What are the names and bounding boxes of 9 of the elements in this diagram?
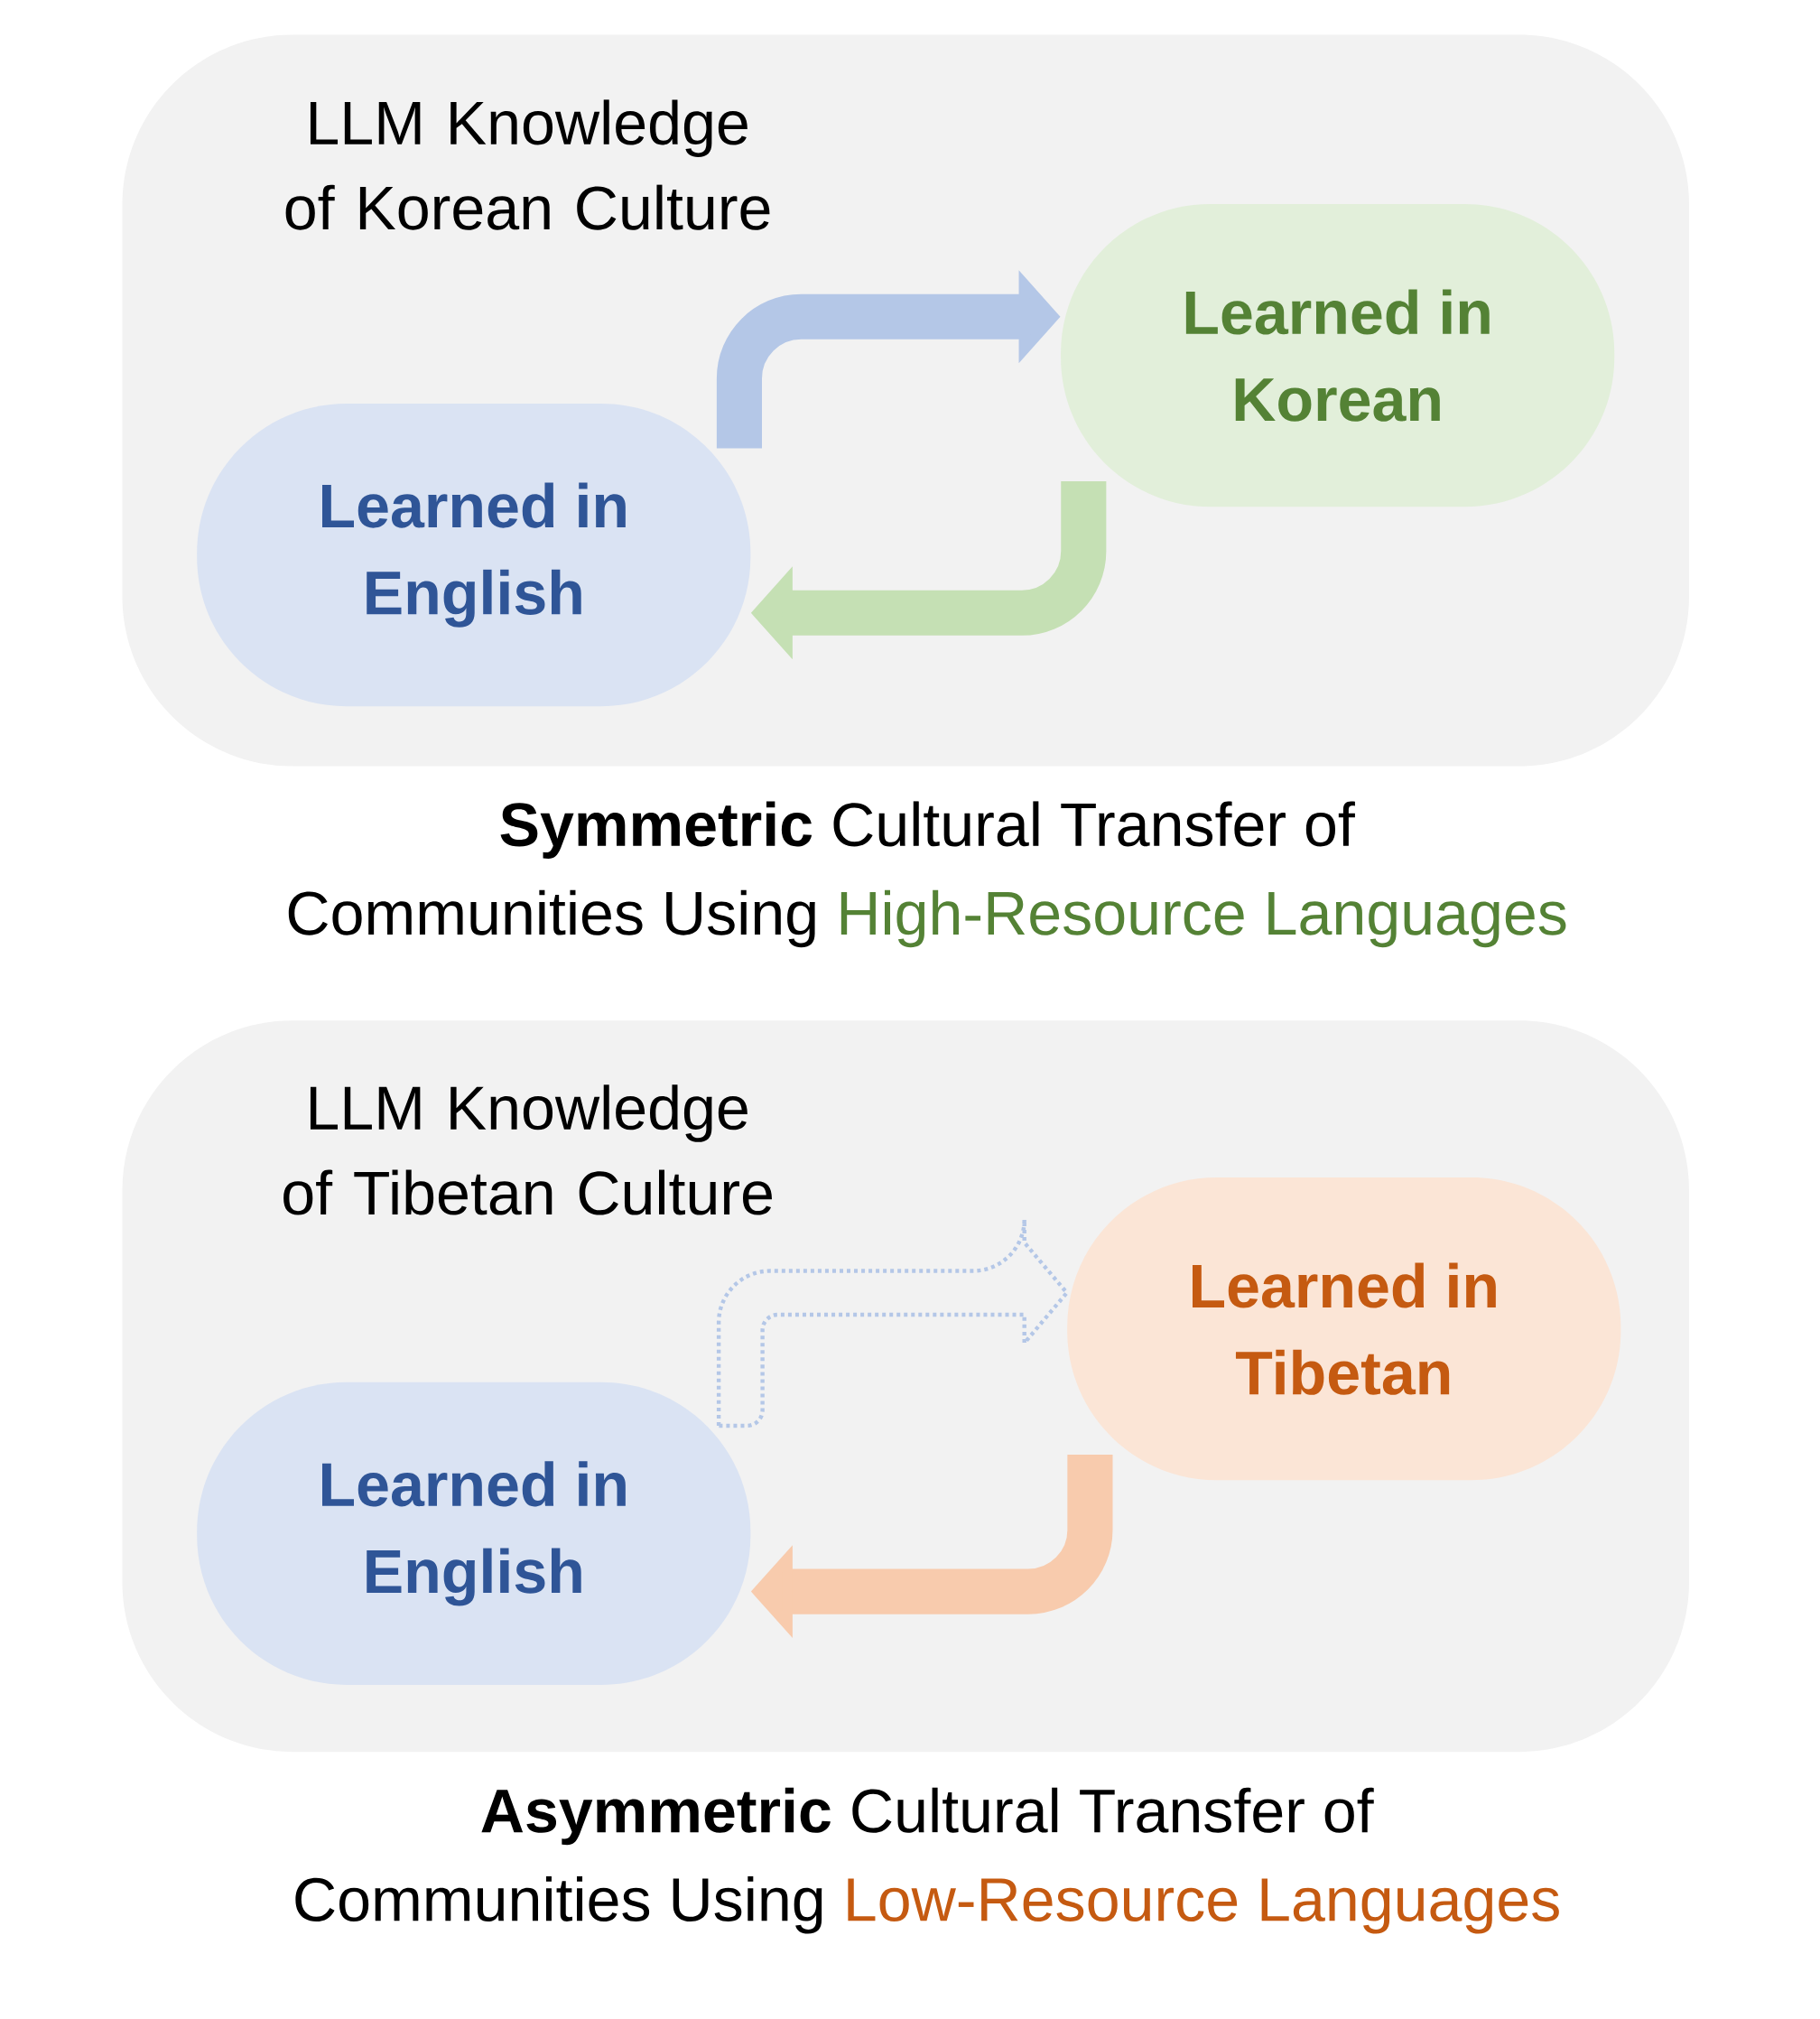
rounded-box: Learned in Korean	[1060, 204, 1615, 507]
panel-heading: LLM Knowledge of Tibetan Culture	[283, 1084, 772, 1215]
panel-heading: LLM Knowledge of Korean Culture	[285, 99, 770, 230]
rounded-box: Learned in Tibetan	[1067, 1177, 1621, 1481]
node-label: Asymmetric Cultural Transfer of Communities Using Low-Resource Languages	[295, 1787, 1559, 1934]
rounded-box: Learned in English	[197, 404, 751, 707]
rounded-box: Learned in English	[197, 1382, 751, 1685]
bent-arrow	[716, 1217, 1069, 1428]
node-label: Symmetric Cultural Transfer of Communities Using High-Resource Languages	[288, 801, 1566, 948]
